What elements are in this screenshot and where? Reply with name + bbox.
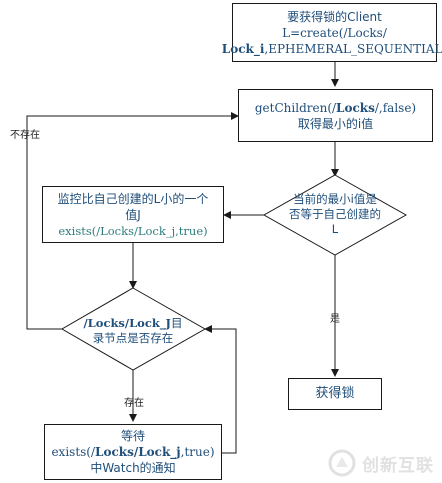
acquire-lock-box: 获得锁 (288, 378, 382, 410)
create-node-line1: 要获得锁的Client (287, 9, 382, 24)
acquire-lock-label: 获得锁 (315, 386, 355, 401)
decision-diamond-node-exists (61, 287, 207, 371)
label-yes: 是 (330, 314, 340, 325)
create-node-box: 要获得锁的Client L=create(/Locks/ Lock_i,EPHE… (222, 3, 442, 62)
getchildren-line1: getChildren(/Locks/,false) (254, 100, 417, 115)
getchildren-box: getChildren(/Locks/,false) 取得最小的i值 (238, 89, 433, 142)
arrow-wait-loop-back (204, 325, 237, 454)
watch-smaller-box: 监控比自己创建的L小的一个 值J exists(/Locks/Lock_j,tr… (42, 186, 224, 243)
wait-notify-line3: 中Watch的通知 (90, 461, 176, 475)
watermark-text: 创新互联 (362, 455, 434, 476)
watermark-logo-icon (328, 449, 356, 477)
wait-notify-line2: exists(/Locks/Lock_j,true) (51, 445, 215, 459)
watch-smaller-line2: 值J (125, 207, 141, 222)
arrow-not-exist-to-getchildren (26, 112, 239, 330)
decision-min-value-text: 当前的最小i值是 否等于自己创建的 L (289, 192, 381, 236)
create-node-line3: Lock_i,EPHEMERAL_SEQUENTIAL) (221, 41, 442, 56)
wait-notify-box: 等待 exists(/Locks/Lock_j,true) 中Watch的通知 (44, 424, 222, 480)
watermark: 创新互联 (328, 449, 434, 477)
decision-node-exists-text: /Locks/Lock_J目 录节点是否存在 (83, 316, 183, 345)
label-not-exist: 不存在 (10, 130, 40, 141)
label-exist: 存在 (124, 398, 144, 409)
decision-diamond-min-value (262, 174, 408, 256)
watch-smaller-line1: 监控比自己创建的L小的一个 (57, 191, 209, 206)
create-node-line2: L=create(/Locks/ (282, 25, 387, 40)
getchildren-line2: 取得最小的i值 (297, 116, 374, 131)
watch-smaller-line3: exists(/Locks/Lock_j,true) (58, 223, 208, 238)
wait-notify-line1: 等待 (120, 429, 145, 443)
